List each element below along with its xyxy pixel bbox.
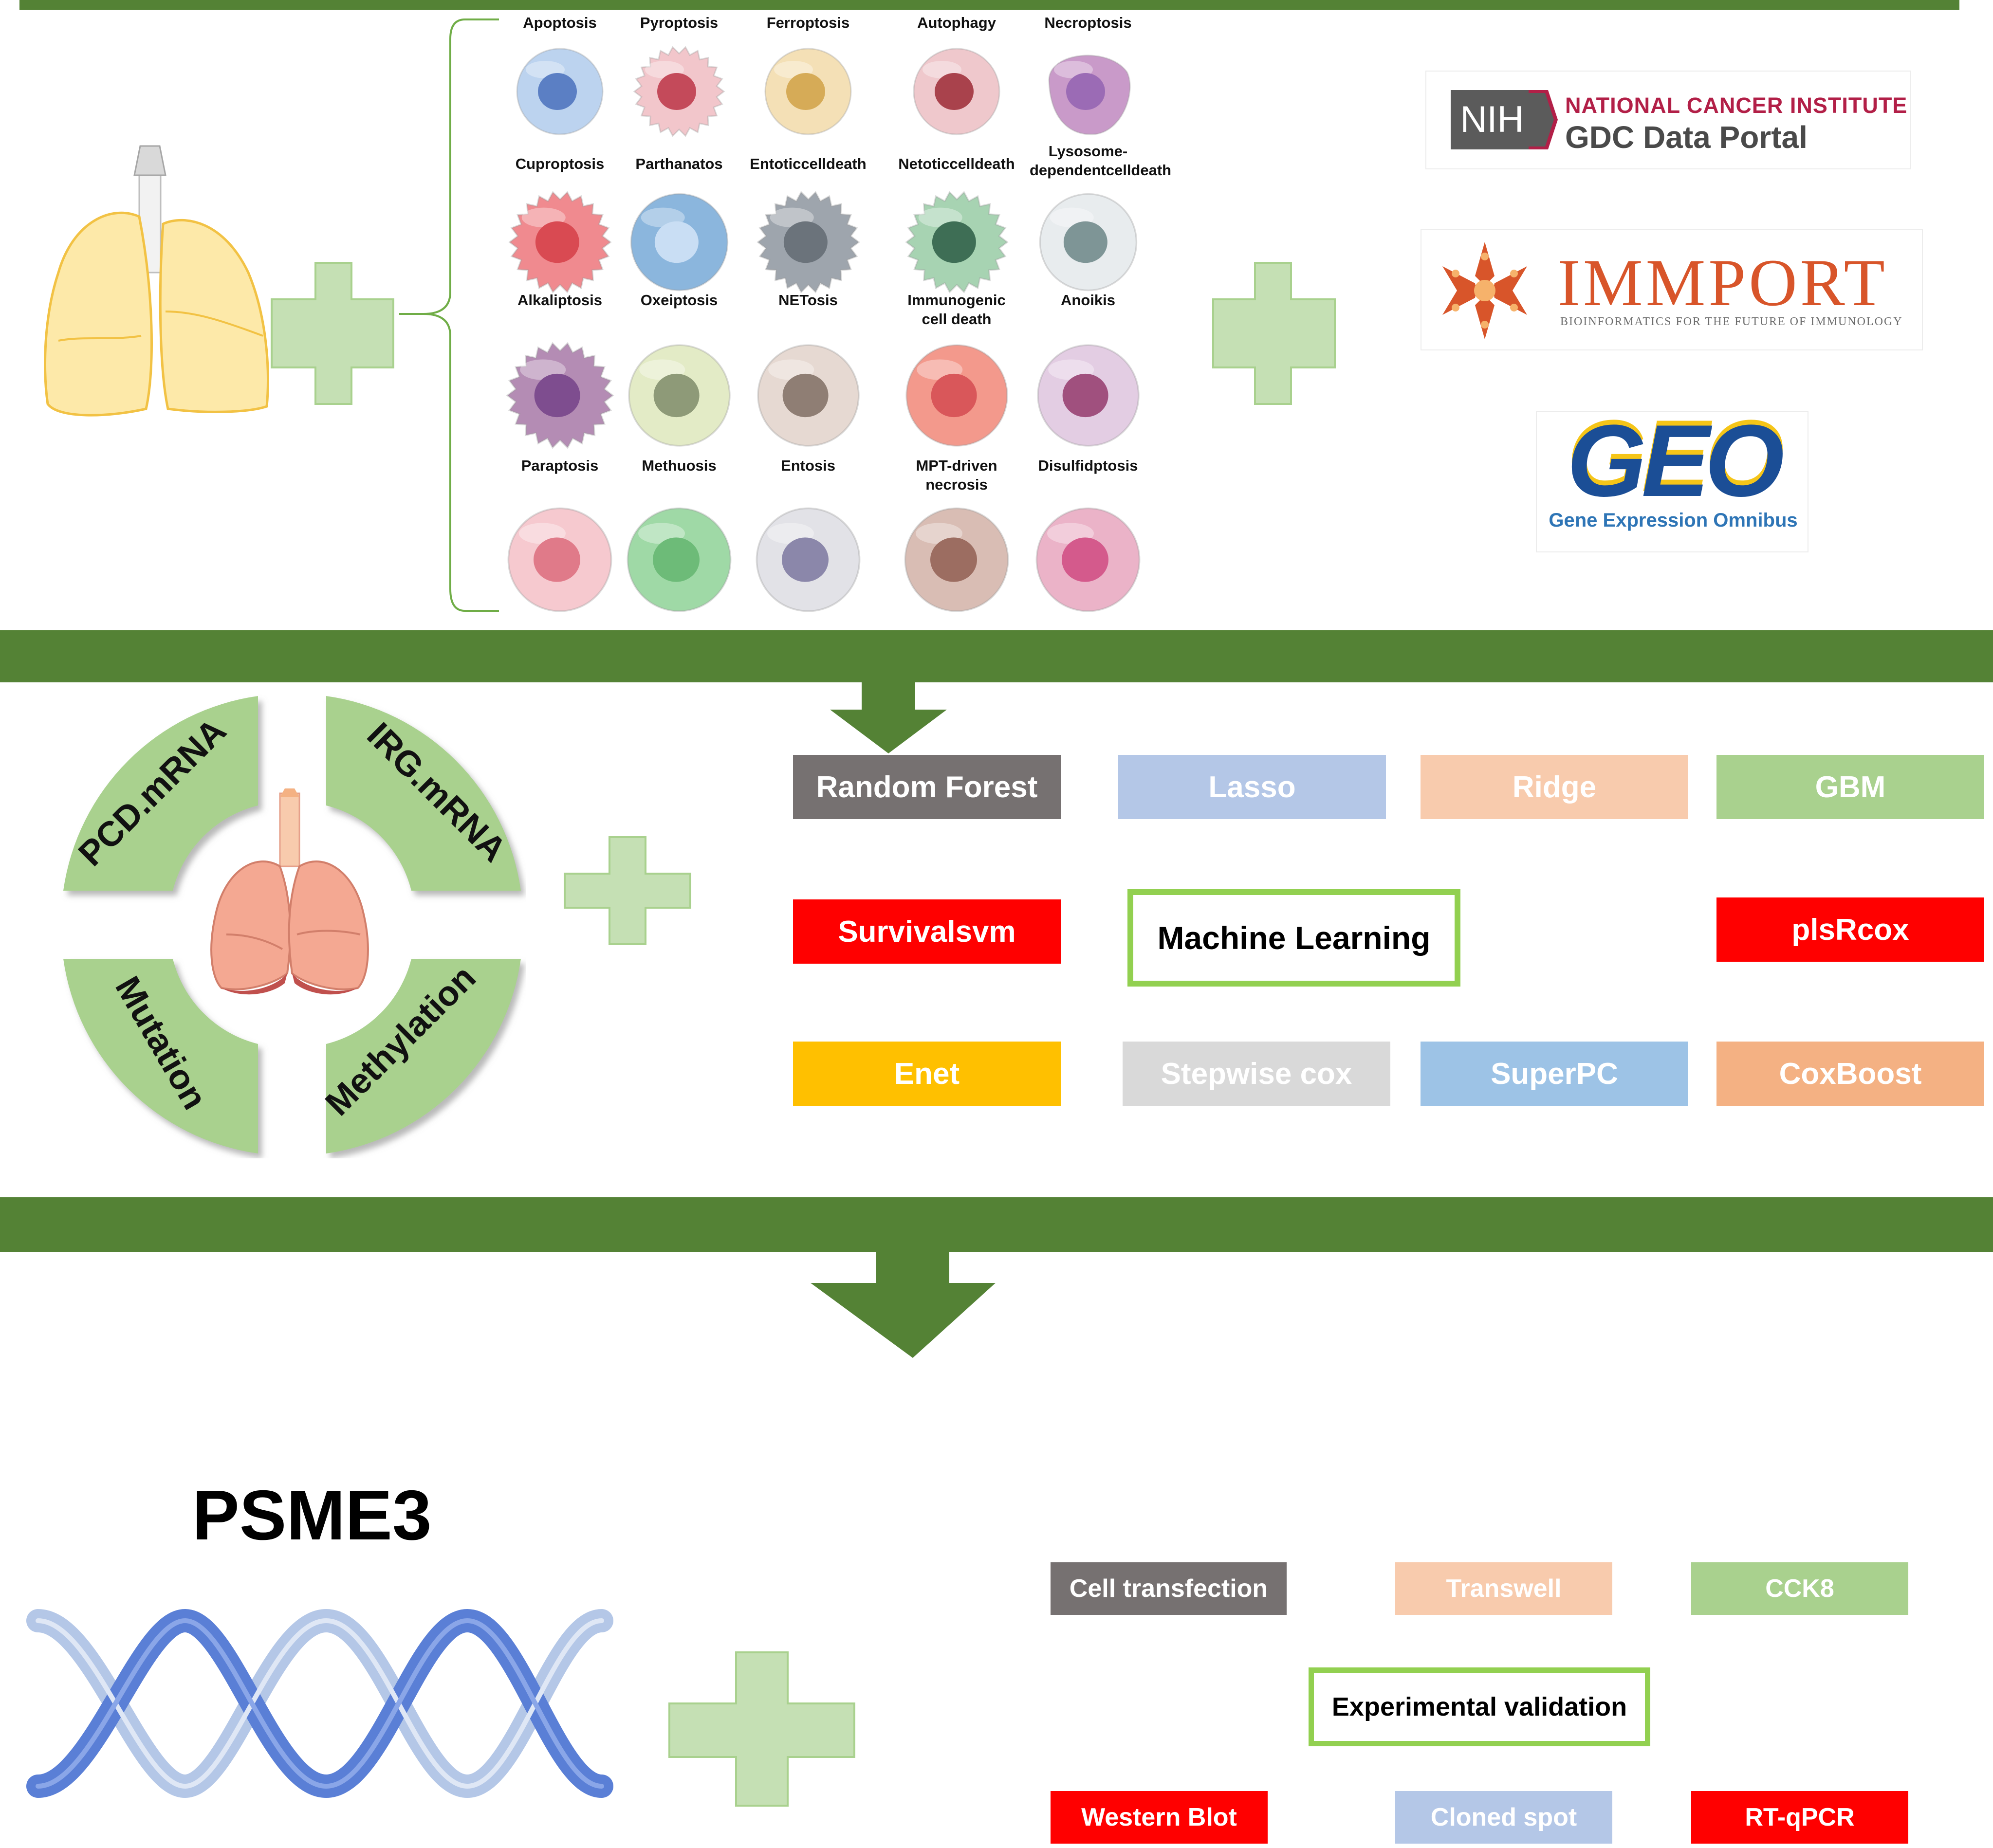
- cell-label: Disulfidptosis: [1038, 457, 1138, 474]
- bracket: [399, 18, 499, 612]
- cell-label: Paraptosis: [521, 457, 599, 474]
- validation-method-box: Western Blot: [1051, 1791, 1268, 1844]
- cell-icon: [505, 342, 614, 449]
- cell-icon: [508, 191, 612, 293]
- experimental-validation-box: Experimental validation: [1309, 1667, 1650, 1746]
- cell-label: Lysosome-dependentcelldeath: [1030, 143, 1172, 179]
- cell-icon: [627, 344, 731, 447]
- cell-icon: [630, 193, 728, 292]
- ring-segment-irg: [326, 696, 521, 891]
- nih-text: NIH: [1460, 99, 1524, 140]
- nih-badge: [1451, 90, 1533, 149]
- omics-ring: PCD.mRNA IRG.mRNA Mutation Methylation: [63, 696, 521, 1153]
- lung-icon: [44, 145, 269, 417]
- ml-method-box: GBM: [1716, 755, 1984, 819]
- cell-label: Methuosis: [642, 457, 717, 474]
- cell-icon: [507, 507, 612, 612]
- lung-icon: [210, 788, 369, 995]
- ml-method-box: Random Forest: [793, 755, 1061, 819]
- cell-icon: [633, 46, 725, 137]
- ring-segment-methylation: [326, 959, 521, 1153]
- ring-segment-mutation: [63, 959, 258, 1153]
- section-band-2: [0, 1197, 1993, 1252]
- gene-name: PSME3: [192, 1476, 432, 1555]
- cell-label: Autophagy: [917, 14, 996, 31]
- cell-label: Alkaliptosis: [517, 292, 602, 309]
- gdc-title: GDC Data Portal: [1565, 120, 1808, 155]
- validation-method-box: Cloned spot: [1395, 1791, 1612, 1844]
- cell-icon: [757, 344, 860, 447]
- ml-method-box: Lasso: [1118, 755, 1386, 819]
- cell-label: NETosis: [778, 292, 838, 309]
- ml-method-box: CoxBoost: [1716, 1042, 1984, 1106]
- ml-method-box: SuperPC: [1421, 1042, 1688, 1106]
- cell-icon: [1036, 344, 1140, 447]
- cell-label: Immunogenic cell death: [907, 292, 1006, 328]
- geo-tagline: Gene Expression Omnibus: [1549, 510, 1798, 531]
- plus-icon: [271, 262, 394, 405]
- cell-label: Necroptosis: [1044, 14, 1132, 31]
- cell-icon: [913, 48, 1000, 135]
- nih-chevron-icon: [1529, 90, 1558, 149]
- cell-label: Parthanatos: [635, 155, 723, 172]
- cell-label: Entoticcelldeath: [750, 155, 867, 172]
- ring-segment-pcd: [63, 696, 258, 891]
- cell-label: Oxeiptosis: [640, 292, 718, 309]
- ml-method-box: Stepwise cox: [1123, 1042, 1390, 1106]
- validation-method-box: Transwell: [1395, 1562, 1612, 1615]
- immport-logo: IMMPORT BIOINFORMATICS FOR THE FUTURE OF…: [1421, 229, 1923, 350]
- ml-method-box: plsRcox: [1716, 897, 1984, 962]
- cell-label: Anoikis: [1061, 292, 1115, 309]
- cell-icon: [756, 191, 860, 293]
- cell-icon: [1035, 507, 1141, 612]
- machine-learning-box: Machine Learning: [1127, 889, 1460, 987]
- geo-name: GEO: [1567, 403, 1785, 518]
- cell-icon: [516, 48, 604, 135]
- cell-icon: [764, 48, 852, 135]
- cell-label: Pyroptosis: [640, 14, 719, 31]
- plus-icon: [668, 1651, 855, 1807]
- ml-method-box: Ridge: [1421, 755, 1688, 819]
- plus-icon: [1212, 262, 1336, 405]
- validation-method-box: CCK8: [1691, 1562, 1908, 1615]
- geo-logo: GEO Gene Expression Omnibus: [1536, 403, 1808, 552]
- immport-name: IMMPORT: [1558, 245, 1888, 320]
- cell-icon: [904, 191, 1009, 293]
- validation-method-box: RT-qPCR: [1691, 1791, 1908, 1844]
- cell-icon: [1039, 193, 1137, 292]
- cell-icon: [1048, 55, 1131, 135]
- immport-tagline: BIOINFORMATICS FOR THE FUTURE OF IMMUNOL…: [1560, 315, 1903, 328]
- cell-label: Cuproptosis: [515, 155, 605, 172]
- immport-star-icon: [1442, 242, 1527, 339]
- gdc-logo: NIH NATIONAL CANCER INSTITUTE GDC Data P…: [1425, 71, 1911, 169]
- top-divider-bar: [19, 0, 1959, 10]
- plus-icon: [564, 836, 691, 945]
- cell-label: MPT-driven necrosis: [916, 457, 997, 493]
- ml-method-box: Enet: [793, 1042, 1061, 1106]
- validation-method-box: Cell transfection: [1051, 1562, 1287, 1615]
- down-arrow-2: [811, 1252, 996, 1358]
- cell-label: Netoticcelldeath: [898, 155, 1015, 172]
- section-band-1: [0, 630, 1993, 682]
- dna-icon: [26, 1609, 613, 1798]
- ml-method-box: Survivalsvm: [793, 899, 1061, 964]
- cell-icon: [627, 507, 732, 612]
- cell-icon: [905, 344, 1008, 447]
- cell-label: Entosis: [781, 457, 835, 474]
- down-arrow-1: [830, 682, 947, 753]
- nci-title: NATIONAL CANCER INSTITUTE: [1565, 93, 1908, 118]
- cell-label: Apoptosis: [523, 14, 597, 31]
- cell-label: Ferroptosis: [766, 14, 850, 31]
- cell-icon: [904, 507, 1009, 612]
- cell-icon: [756, 507, 861, 612]
